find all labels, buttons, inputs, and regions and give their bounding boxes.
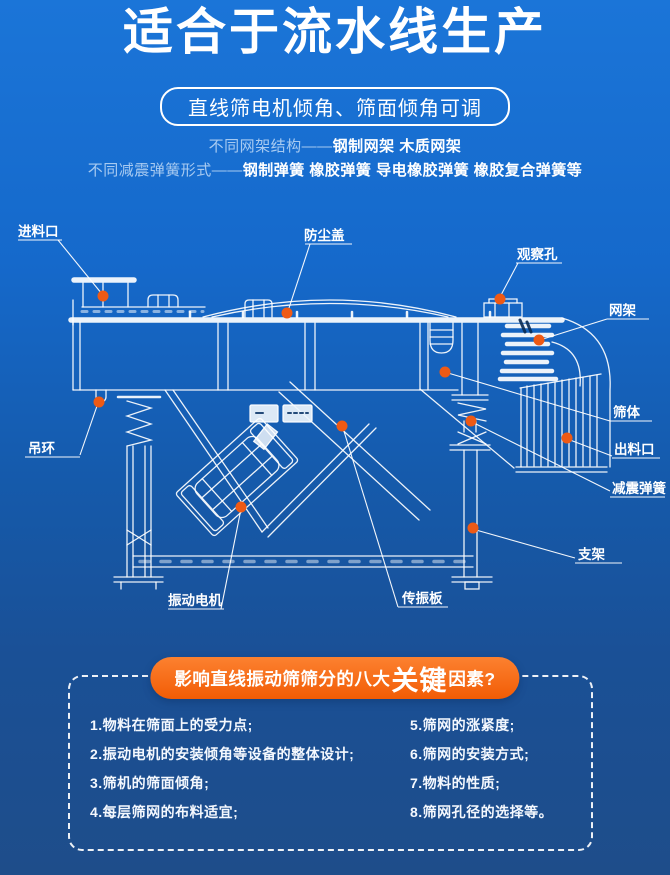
feature-line-spring: 不同减震弹簧形式——钢制弹簧 橡胶弹簧 导电橡胶弹簧 橡胶复合弹簧等: [0, 159, 670, 180]
factor-item-4: 4.每层筛网的布料适宜;: [90, 804, 239, 820]
subtitle-pill: 直线筛电机倾角、筛面倾角可调: [160, 87, 510, 126]
marker-vibration-plate: [336, 420, 348, 432]
label-damping-spring: 减震弹簧: [612, 480, 666, 496]
machine-drawing: [68, 277, 611, 590]
factor-item-6: 6.筛网的安装方式;: [410, 746, 530, 762]
feature-values: 钢制弹簧 橡胶弹簧 导电橡胶弹簧 橡胶复合弹簧等: [242, 162, 583, 179]
label-vibration-plate: 传振板: [401, 590, 443, 606]
label-dust-cover: 防尘盖: [304, 227, 345, 243]
factor-item-7: 7.物料的性质;: [410, 775, 501, 791]
factors-heading-prefix: 影响直线振动筛筛分的八大: [174, 668, 391, 689]
marker-observation-hole: [494, 293, 506, 305]
label-feed-inlet: 进料口: [18, 223, 59, 239]
factors-heading-suffix: 因素?: [448, 668, 496, 689]
label-vibration-motor: 振动电机: [168, 592, 222, 608]
factor-item-3: 3.筛机的筛面倾角;: [90, 775, 210, 791]
vibrating-screen-diagram: 进料口 防尘盖 吊环 观察孔 网架 筛体 出料口 减震弹簧 支架 振动电机 传振…: [18, 223, 666, 610]
marker-screen-body: [439, 366, 451, 378]
factor-item-8: 8.筛网孔径的选择等。: [410, 804, 554, 820]
label-discharge-outlet: 出料口: [614, 441, 655, 457]
label-screen-body: 筛体: [613, 404, 641, 420]
factor-item-1: 1.物料在筛面上的受力点;: [90, 717, 253, 733]
feature-prefix: 不同网架结构——: [208, 138, 333, 155]
marker-feed-inlet: [97, 290, 109, 302]
marker-dust-cover: [281, 307, 293, 319]
marker-discharge-outlet: [561, 432, 573, 444]
label-lifting-ring: 吊环: [28, 441, 55, 456]
feature-line-mesh: 不同网架结构——钢制网架 木质网架: [0, 135, 670, 156]
marker-support-frame: [467, 522, 479, 534]
marker-mesh-frame: [533, 334, 545, 346]
feature-values: 钢制网架 木质网架: [332, 138, 462, 155]
factors-list-right: 5.筛网的涨紧度; 6.筛网的安装方式; 7.物料的性质; 8.筛网孔径的选择等…: [410, 711, 589, 827]
marker-damping-spring: [465, 415, 477, 427]
factors-heading-pill: 影响直线振动筛筛分的八大关键因素?: [150, 657, 520, 699]
marker-lifting-ring: [93, 396, 105, 408]
diagram-labels: 进料口 防尘盖 吊环 观察孔 网架 筛体 出料口 减震弹簧 支架 振动电机 传振…: [18, 223, 666, 608]
factors-list: 1.物料在筛面上的受力点; 2.振动电机的安装倾角等设备的整体设计; 3.筛机的…: [68, 675, 589, 827]
factor-item-2: 2.振动电机的安装倾角等设备的整体设计;: [90, 746, 355, 762]
page-title: 适合于流水线生产: [123, 4, 547, 60]
label-observation-hole: 观察孔: [517, 246, 558, 262]
feature-prefix: 不同减震弹簧形式——: [87, 162, 243, 179]
diagram-markers: [93, 290, 573, 534]
label-support-frame: 支架: [577, 546, 606, 562]
label-mesh-frame: 网架: [609, 302, 637, 318]
factor-item-5: 5.筛网的涨紧度;: [410, 717, 515, 733]
marker-vibration-motor: [235, 501, 247, 513]
leader-lines: [18, 239, 665, 610]
factors-list-left: 1.物料在筛面上的受力点; 2.振动电机的安装倾角等设备的整体设计; 3.筛机的…: [68, 711, 410, 827]
factors-heading-highlight: 关键: [391, 665, 448, 696]
